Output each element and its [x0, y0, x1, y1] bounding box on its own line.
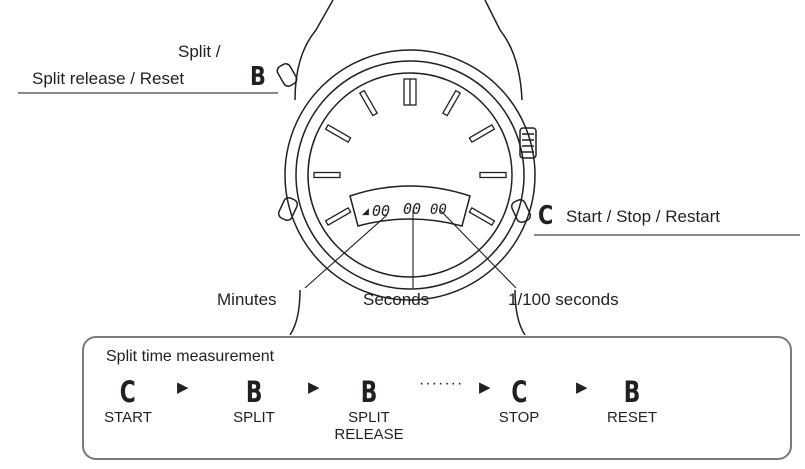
hour-markers — [313, 78, 507, 227]
step-split-label: SPLIT — [233, 409, 275, 426]
step-split-button: B — [245, 375, 263, 409]
watch-bezel-outer — [284, 49, 536, 301]
button-b-letter: B — [250, 62, 266, 92]
leader-hundredths — [439, 209, 517, 289]
label-hundredths: 1/100 seconds — [508, 290, 619, 309]
watch-dial — [307, 72, 513, 278]
arrow-2: ▶ — [308, 379, 320, 396]
watch-crown — [519, 127, 537, 159]
watch-case-outline — [289, 0, 526, 335]
lcd-hundredths: 00 — [430, 202, 447, 218]
step-reset: B RESET — [606, 375, 658, 427]
pusher-c — [510, 198, 532, 224]
pusher-b — [276, 63, 298, 87]
hour-marker — [313, 171, 341, 179]
lcd-window: ◢ 00 00 00 — [349, 185, 471, 227]
hour-marker — [324, 123, 352, 144]
step-start-button: C — [120, 375, 136, 409]
label-minutes: Minutes — [217, 290, 277, 309]
dotted-leader: ······· — [419, 375, 464, 392]
hour-marker — [468, 123, 496, 144]
label-split-release-reset: Split release / Reset — [32, 69, 185, 88]
step-reset-label: RESET — [606, 409, 658, 426]
hour-marker — [324, 206, 352, 227]
hour-marker — [479, 171, 507, 179]
step-reset-button: B — [623, 375, 641, 409]
lcd-mode-icon: ◢ — [362, 207, 369, 217]
step-split: B SPLIT — [233, 375, 275, 427]
sequence-title: Split time measurement — [106, 348, 275, 365]
hour-marker — [441, 89, 462, 117]
label-split: Split / — [178, 42, 221, 61]
arrow-1: ▶ — [177, 379, 189, 396]
arrow-4: ▶ — [576, 379, 588, 396]
step-split-release-label: SPLIT RELEASE — [334, 409, 404, 443]
lcd-seconds: 00 — [403, 200, 421, 218]
lcd-minutes: 00 — [372, 202, 390, 220]
pusher-left-lower — [277, 196, 299, 222]
hour-marker — [403, 78, 417, 106]
hour-marker — [468, 206, 496, 227]
step-split-release-button: B — [360, 375, 378, 409]
watch-bezel-inner — [295, 60, 525, 290]
step-stop-button: C — [511, 375, 527, 409]
label-start-stop-restart: Start / Stop / Restart — [566, 207, 721, 226]
hour-marker — [358, 89, 379, 117]
leader-minutes — [304, 214, 388, 289]
button-c-letter: C — [538, 201, 554, 231]
split-sequence-box: Split time measurement C START ▶ B SPLIT… — [82, 336, 792, 460]
step-split-release: B SPLIT RELEASE — [334, 375, 404, 444]
step-stop: C STOP — [498, 375, 540, 427]
arrow-3: ▶ — [479, 379, 491, 396]
step-start-label: START — [104, 409, 152, 426]
label-seconds: Seconds — [363, 290, 430, 309]
step-start: C START — [104, 375, 152, 427]
step-stop-label: STOP — [498, 409, 540, 426]
watch-diagram: ◢ 00 00 00 — [18, 0, 800, 335]
